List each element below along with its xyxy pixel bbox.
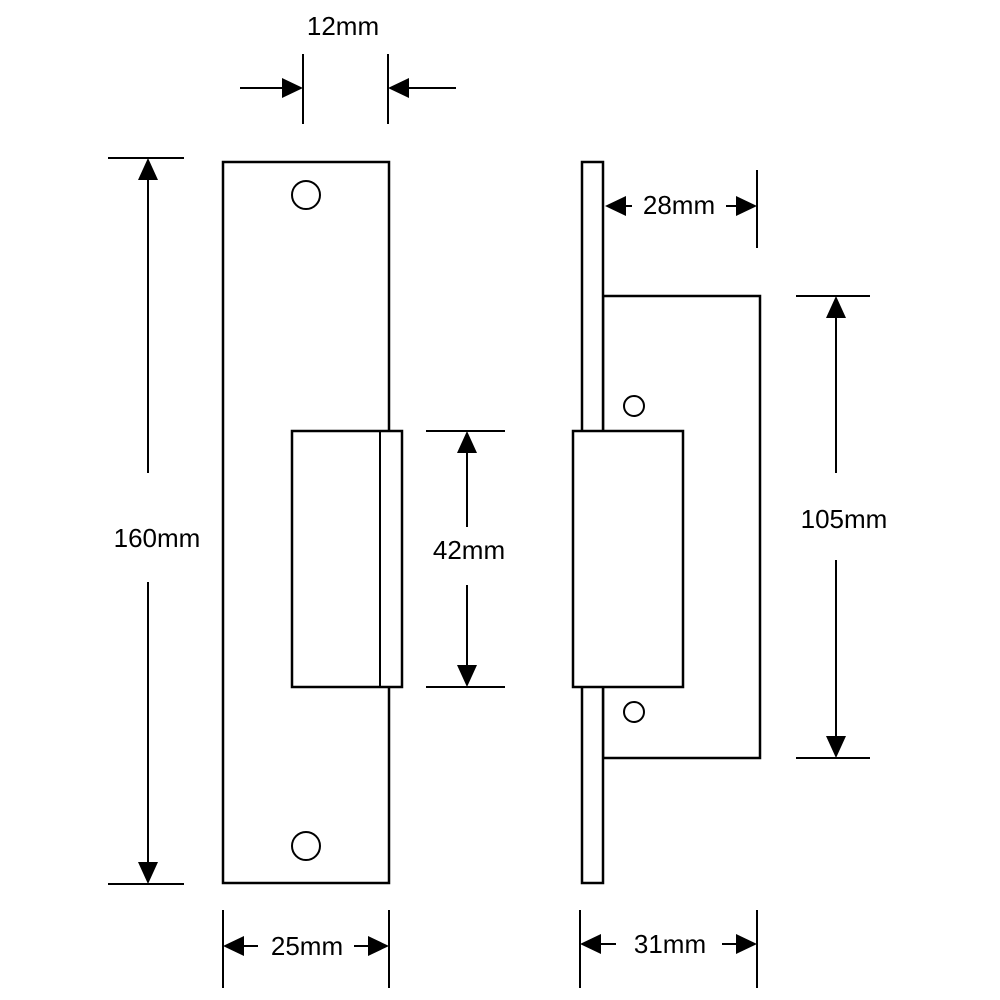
arrowhead xyxy=(736,196,757,216)
mounting-hole-bottom xyxy=(291,831,321,861)
arrowhead xyxy=(826,736,846,758)
body-screw-bottom xyxy=(623,701,645,723)
dim-body-height: 105mm xyxy=(796,295,888,759)
arrowhead xyxy=(457,431,477,453)
arrowhead xyxy=(138,158,158,180)
dim-label: 12mm xyxy=(307,11,379,41)
arrowhead xyxy=(457,665,477,687)
dim-label: 28mm xyxy=(643,190,715,220)
arrowhead xyxy=(223,936,244,956)
arrowhead xyxy=(826,296,846,318)
dim-strike-width-top: 12mm xyxy=(240,11,456,124)
arrowhead xyxy=(368,936,389,956)
arrowhead xyxy=(580,934,601,954)
keep-side xyxy=(571,429,685,689)
dim-label: 42mm xyxy=(433,535,505,565)
dim-faceplate-width: 25mm xyxy=(222,910,390,988)
keep-release xyxy=(290,429,404,689)
dim-depth-top: 28mm xyxy=(605,170,758,248)
side-view xyxy=(571,160,762,885)
front-view xyxy=(221,160,404,885)
arrowhead xyxy=(736,934,757,954)
dim-label: 105mm xyxy=(801,504,888,534)
arrowhead xyxy=(282,78,303,98)
dim-overall-height: 160mm xyxy=(108,157,201,885)
body-screw-top xyxy=(623,395,645,417)
dim-keep-height: 42mm xyxy=(426,430,505,688)
dim-overall-depth: 31mm xyxy=(579,910,758,988)
arrowhead xyxy=(388,78,409,98)
dim-label: 31mm xyxy=(634,929,706,959)
arrowhead xyxy=(138,862,158,884)
mounting-hole-top xyxy=(291,180,321,210)
dim-label: 160mm xyxy=(114,523,201,553)
dim-label: 25mm xyxy=(271,931,343,961)
arrowhead xyxy=(605,196,626,216)
